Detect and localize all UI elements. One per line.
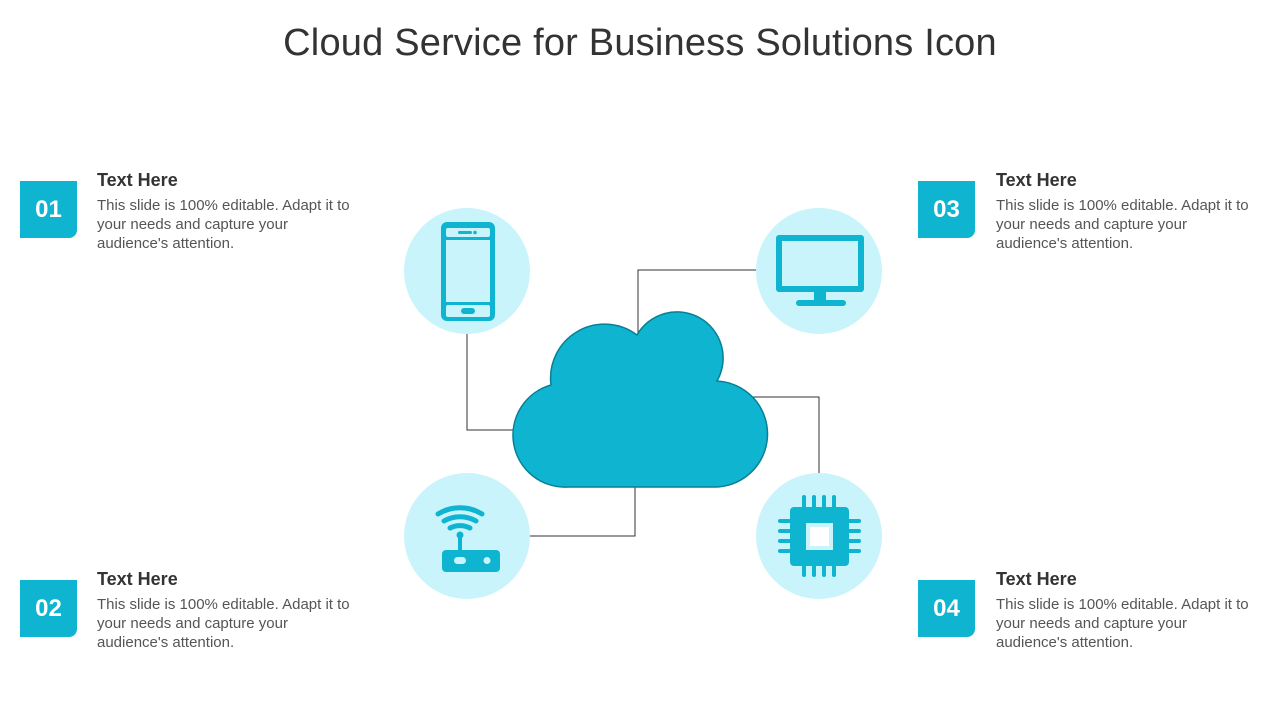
router-circle [404, 473, 530, 599]
text-heading-04: Text Here [996, 569, 1077, 589]
number-badge-02: 02 [20, 580, 77, 637]
wifi-router-icon [435, 505, 500, 572]
text-body-02: This slide is 100% editable. Adapt it to… [97, 596, 350, 651]
connector-lines [466, 269, 820, 537]
number-badge-04: 04 [918, 580, 975, 637]
text-block-04: Text Here This slide is 100% editable. A… [996, 569, 1261, 652]
text-body-03: This slide is 100% editable. Adapt it to… [996, 197, 1249, 252]
connector-microchip [750, 396, 820, 474]
connector-smartphone [466, 334, 525, 431]
text-block-01: Text Here This slide is 100% editable. A… [97, 170, 362, 253]
text-heading-02: Text Here [97, 569, 178, 589]
text-body-01: This slide is 100% editable. Adapt it to… [97, 197, 350, 252]
number-badge-03: 03 [918, 181, 975, 238]
microchip-icon [778, 495, 861, 577]
monitor-icon [776, 235, 864, 306]
text-block-03: Text Here This slide is 100% editable. A… [996, 170, 1261, 253]
text-body-04: This slide is 100% editable. Adapt it to… [996, 596, 1249, 651]
page-title: Cloud Service for Business Solutions Ico… [283, 22, 997, 64]
cloud-icon [512, 311, 769, 488]
connector-router [530, 487, 636, 537]
text-block-02: Text Here This slide is 100% editable. A… [97, 569, 362, 652]
number-badge-01: 01 [20, 181, 77, 238]
connector-monitor [637, 269, 758, 335]
smartphone-icon [441, 222, 495, 321]
text-heading-01: Text Here [97, 170, 178, 190]
text-heading-03: Text Here [996, 170, 1077, 190]
